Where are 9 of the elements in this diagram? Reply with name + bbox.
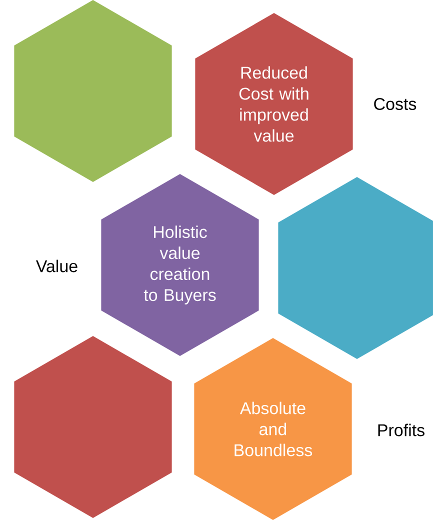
hexagon-shape [278, 177, 433, 359]
hexagon-shape [14, 336, 172, 518]
hexagon-box: Holistic value creation to Buyers [101, 174, 259, 356]
hexagon-shape [14, 0, 172, 182]
side-label: Costs [374, 98, 416, 110]
hexagon-box: Absolute and Boundless [194, 338, 352, 520]
hexagon-box: Reduced Cost with improved value [195, 13, 353, 195]
side-label: Value [36, 260, 78, 272]
side-label: Profits [378, 424, 424, 436]
